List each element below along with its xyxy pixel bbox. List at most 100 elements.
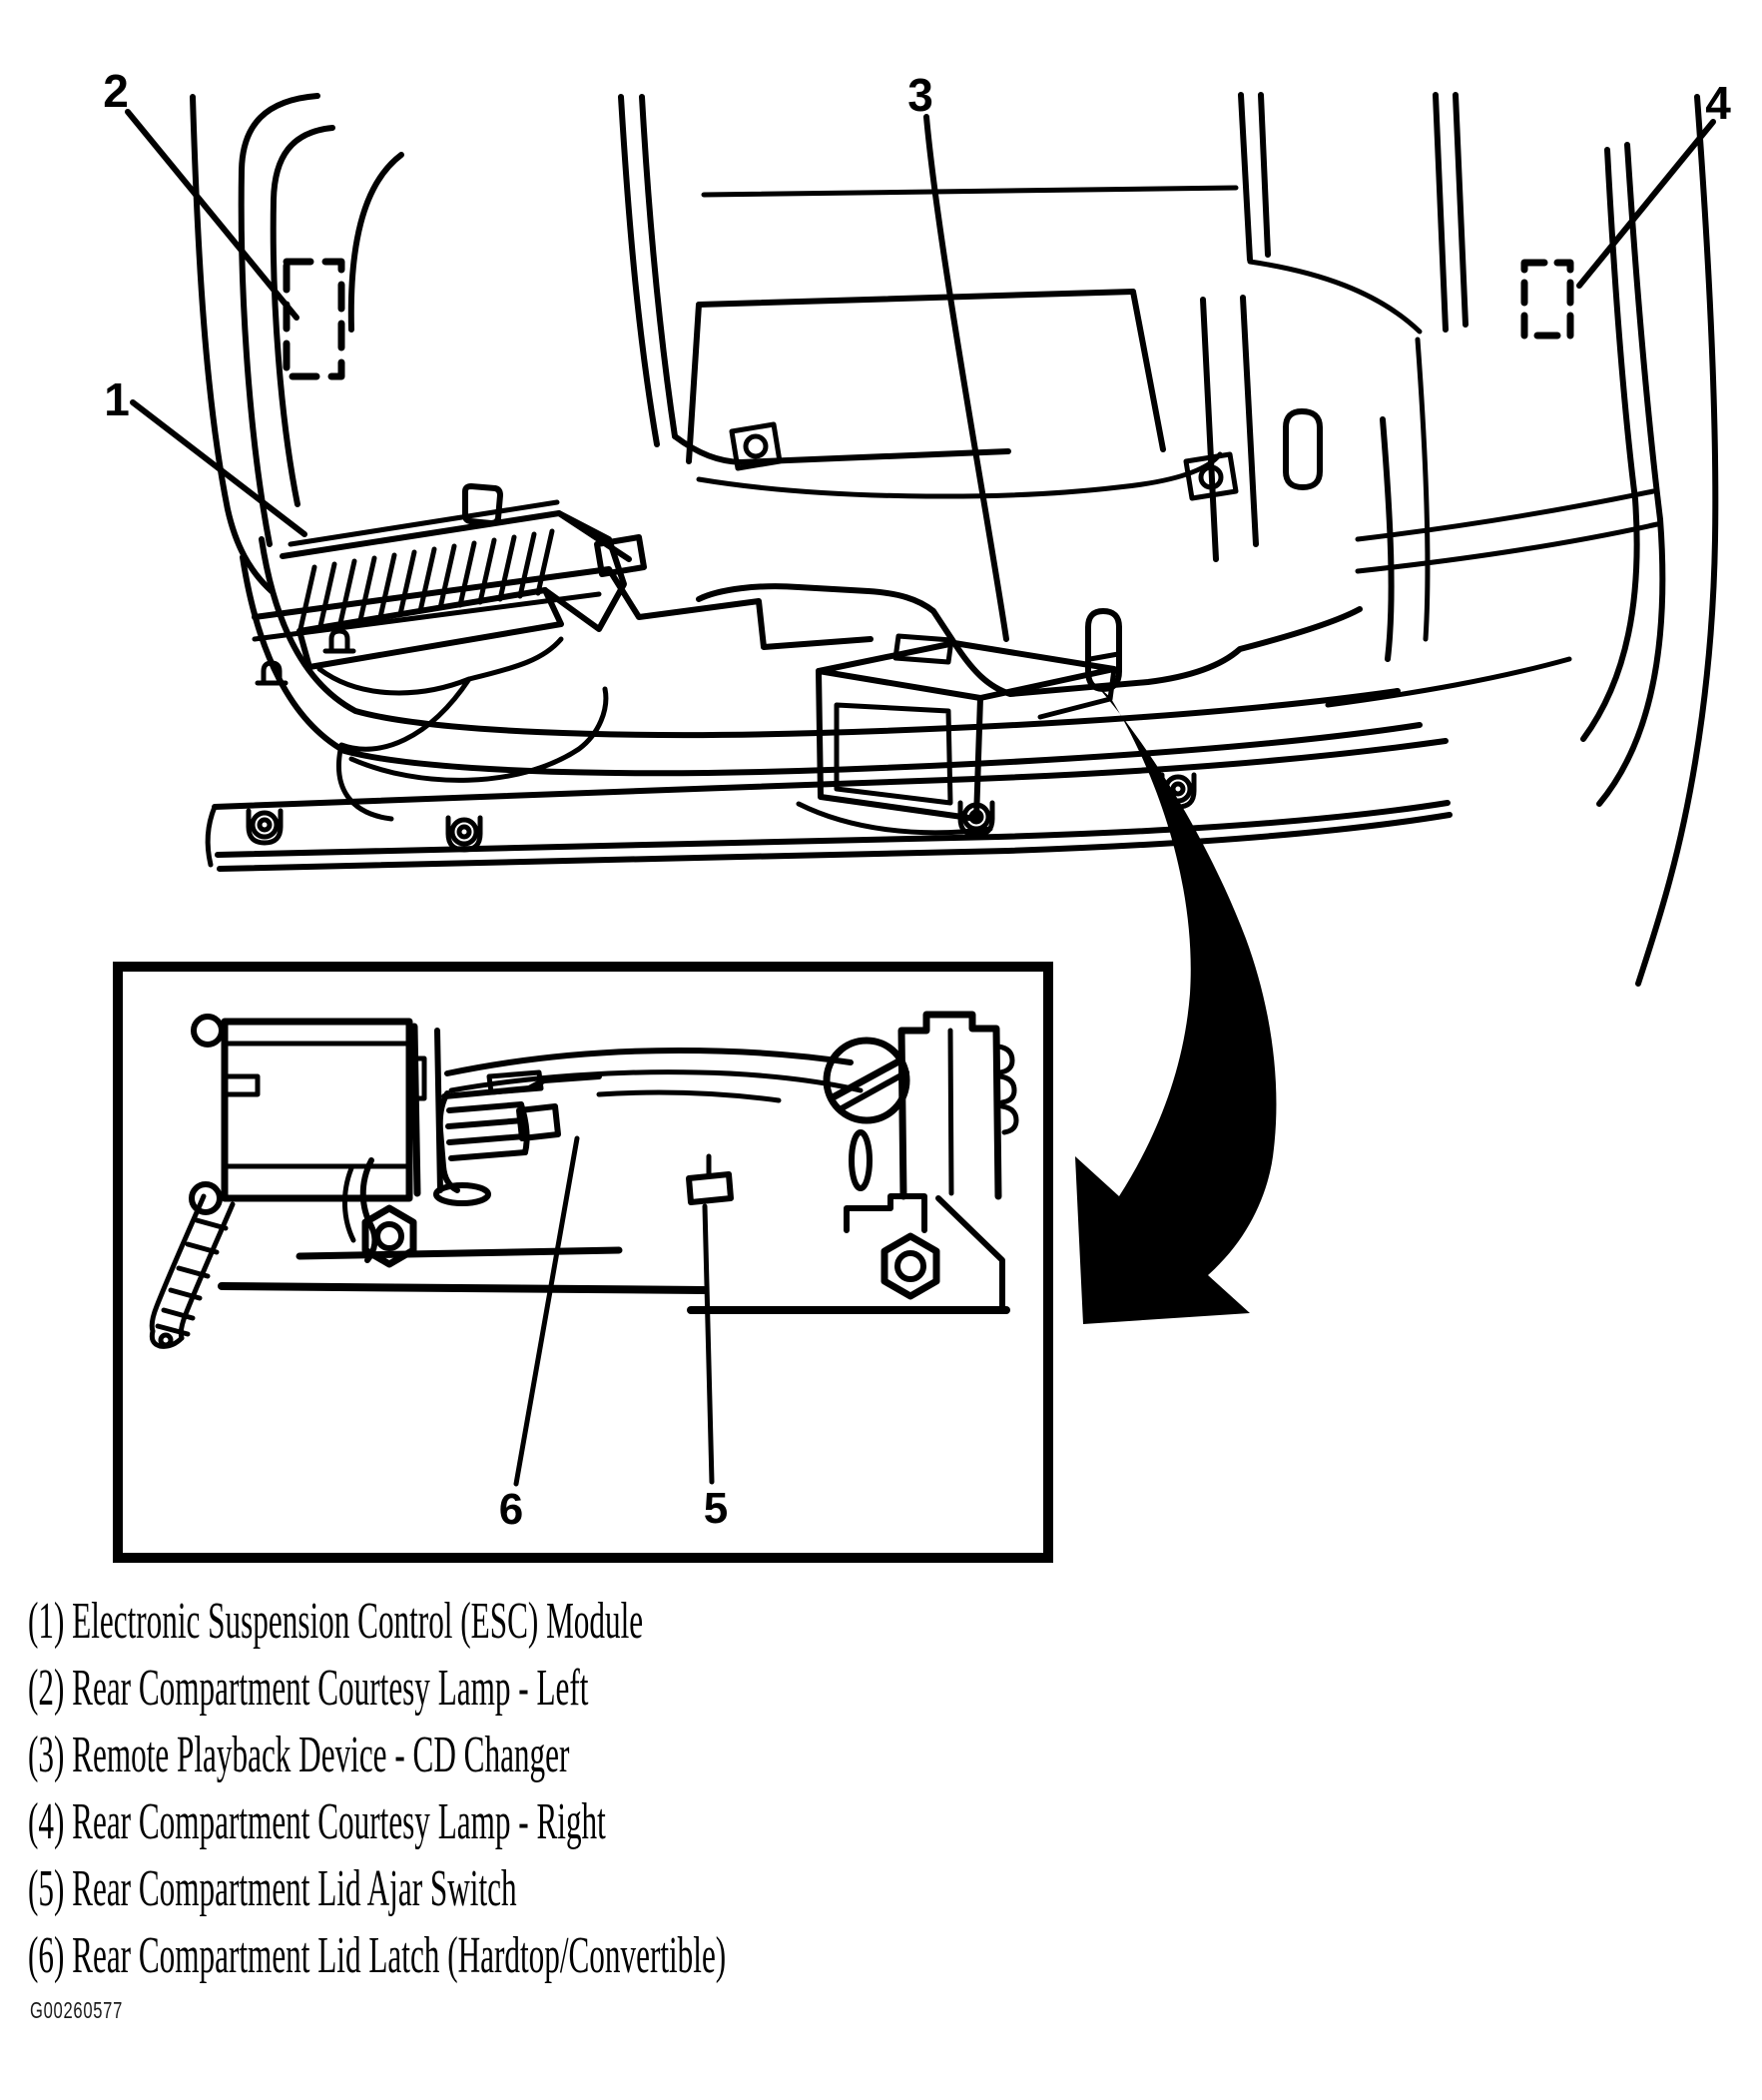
divider-line-1 (1200, 297, 1219, 562)
right-quarter-inner-1 (1580, 147, 1640, 742)
legend: (1) Electronic Suspension Control (ESC) … (28, 1588, 726, 1989)
esc-under-bracket (348, 686, 609, 783)
esc-module-fin-base (296, 587, 548, 634)
legend-item-2: (2) Rear Compartment Courtesy Lamp - Lef… (28, 1660, 589, 1717)
lid-ajar-switch (686, 1153, 734, 1205)
shelf-lip-line-1 (672, 433, 1011, 465)
latch-post-1 (410, 1023, 421, 1197)
back-wall-top-edge (701, 185, 1239, 198)
center-panel-left-line-1 (618, 94, 660, 447)
legend-item-1: (1) Electronic Suspension Control (ESC) … (28, 1593, 644, 1650)
courtesy-lamp-left-dashed-box (283, 258, 345, 380)
center-right-vertical-1 (1238, 92, 1253, 263)
callout-5: 5 (704, 1484, 728, 1533)
latch-base-diagonal (935, 1195, 1005, 1313)
esc-harness-squiggle-2 (466, 636, 564, 682)
leader-1 (130, 399, 307, 537)
latch-rod-1 (444, 1048, 854, 1076)
esc-module-fins (297, 528, 555, 632)
latch-hex-bolt-right (881, 1232, 940, 1300)
legend-item-5: (5) Rear Compartment Lid Ajar Switch (28, 1860, 517, 1917)
leader-2 (125, 109, 299, 321)
bumper-screw-2 (445, 815, 483, 853)
right-panel-slot (1283, 408, 1323, 490)
well-top-edge (696, 289, 1136, 308)
esc-module-top-strip (288, 499, 560, 547)
latch-slot-oval (849, 1129, 873, 1191)
corrugated-cable (149, 1193, 236, 1349)
callout-leaders (125, 109, 1716, 1487)
esc-module-clip (594, 534, 647, 577)
latch-detail-drawing (149, 1011, 1019, 1349)
right-quarter-crease-3 (1325, 656, 1572, 708)
shelf-lip-line-2 (696, 451, 1223, 499)
legend-item-3: (3) Remote Playback Device - CD Changer (28, 1727, 570, 1783)
divider-line-2 (1240, 295, 1259, 547)
right-quarter-inner-2 (1596, 142, 1666, 807)
legend-item-6: (6) Rear Compartment Lid Latch (Hardtop/… (28, 1927, 727, 1984)
right-panel-line-2 (1453, 92, 1468, 328)
leader-5 (702, 1203, 715, 1485)
latch-rod-3 (596, 1089, 782, 1103)
body-bottom-outer (240, 554, 1423, 777)
right-bumper-corner-1 (1380, 416, 1395, 662)
callout-2: 2 (103, 65, 129, 117)
floor-zigzag-offset (252, 591, 602, 642)
body-bottom-inner (259, 536, 1401, 739)
latch-mid-block (516, 1103, 561, 1141)
latch-striker-slot (1085, 608, 1122, 692)
latch-actuator-box (221, 1018, 413, 1202)
inset-box-border (113, 962, 1053, 1563)
actuator-bolt-top (191, 1014, 225, 1048)
latch-s-bracket-1 (359, 1157, 378, 1263)
body-left-outer-line (190, 94, 275, 594)
callout-3: 3 (907, 69, 933, 121)
center-panel-left-line-2 (639, 94, 678, 439)
callout-6: 6 (499, 1485, 523, 1534)
latch-spring-bumps (995, 1044, 1019, 1135)
latch-cylinder (433, 1069, 602, 1206)
esc-module-right-bracket (542, 510, 627, 632)
latch-screw-head (823, 1037, 910, 1124)
right-bumper-corner-2 (1415, 337, 1431, 642)
right-quarter-crease-2 (1355, 521, 1660, 574)
latch-base-line-2 (218, 1282, 708, 1294)
wheelhouse-arc-outer (238, 93, 320, 547)
right-quarter-outer (1635, 94, 1719, 987)
bumper-screw-1 (246, 808, 284, 846)
esc-module-body (296, 587, 564, 670)
actuator-left-notch (225, 1073, 261, 1097)
actuator-bolt-bottom (189, 1181, 223, 1215)
esc-harness-squiggle-1 (316, 666, 472, 822)
latch-hex-bolt-left (361, 1204, 417, 1268)
trunk-overview-drawing (190, 92, 1719, 987)
latch-right-bracket-inner (947, 1028, 954, 1196)
panel-clip-left (729, 421, 783, 471)
bumper-lower-line-2 (217, 812, 1453, 872)
bumper-lower-line-1 (215, 800, 1451, 858)
leader-6 (513, 1135, 580, 1487)
wheelhouse-arc-inner (270, 125, 335, 507)
legend-item-4: (4) Rear Compartment Courtesy Lamp - Rig… (28, 1793, 606, 1850)
latch-step-bracket (844, 1193, 927, 1233)
right-quarter-crease-1 (1355, 488, 1656, 542)
latch-right-bracket (897, 1011, 1002, 1200)
center-right-vertical-2 (1258, 92, 1271, 258)
right-panel-line-1 (1433, 92, 1449, 333)
latch-rod-2 (448, 1069, 864, 1093)
well-left-edge (686, 302, 702, 464)
well-right-edge (1130, 289, 1166, 452)
figure-id: G00260577 (30, 1997, 124, 2023)
leader-4 (1576, 119, 1716, 289)
latch-base-line-1 (295, 1246, 623, 1260)
trim-notch-square (462, 483, 503, 526)
latch-s-bracket-2 (341, 1165, 356, 1243)
bumper-top-edge (212, 738, 1449, 810)
courtesy-lamp-right-dashed-box (1520, 259, 1574, 340)
center-right-curve (1247, 259, 1423, 335)
floor-zigzag-edge (252, 566, 874, 650)
sill-hump-edge (696, 583, 1363, 697)
floor-stud-1 (322, 628, 356, 654)
